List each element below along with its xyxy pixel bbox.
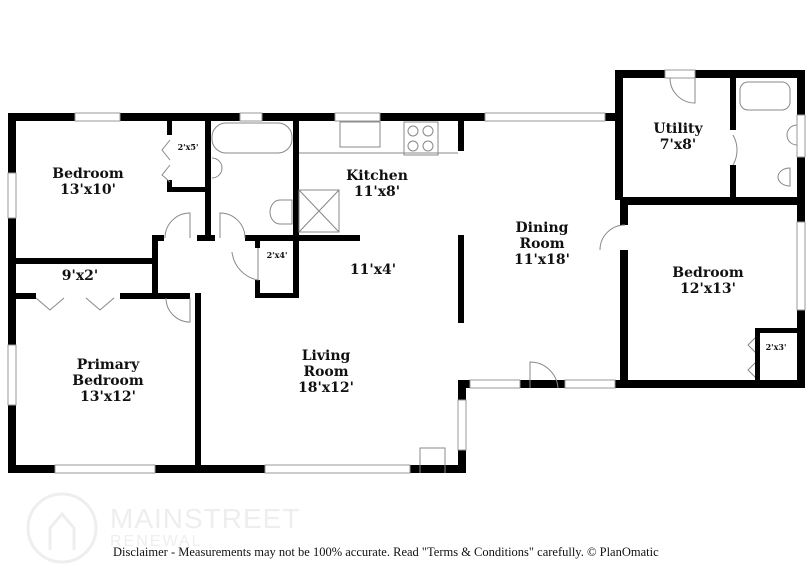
kitchen-label: Kitchen [346,168,408,184]
living-room-label-2: Room [303,364,348,380]
watermark-icon [26,492,98,564]
disclaimer-text: Disclaimer - Measurements may not be 100… [113,545,659,559]
primary-bedroom-size: 13'x12' [80,389,136,405]
closet-size: 2'x5' [178,142,199,152]
fixtures [211,81,798,233]
primary-bedroom-label-2: Bedroom [72,373,144,389]
dining-room-size: 11'x18' [514,252,570,268]
windows [7,69,806,474]
nook-size: 11'x4' [350,262,396,278]
primary-bedroom-label: Primary [77,357,140,373]
closet-size: 2'x3' [766,342,787,352]
bedroom-size: 13'x10' [60,182,116,198]
utility-size: 7'x8' [660,137,696,153]
watermark-logo-text: MAINSTREET [110,503,301,534]
dining-room-label: Dining [516,220,569,236]
bedroom-2-size: 12'x13' [680,281,736,297]
doors [35,77,797,473]
living-room-size: 18'x12' [298,380,354,396]
closet-size: 2'x4' [267,250,288,260]
walls [8,70,805,473]
dining-room-label-2: Room [519,236,564,252]
hall-closet-size: 9'x2' [62,268,98,284]
watermark-logo-subtext: RENEWAL [110,533,203,550]
utility-label: Utility [653,121,703,137]
bedroom-2-label: Bedroom [672,265,744,281]
bedroom-label: Bedroom [52,166,124,182]
kitchen-size: 11'x8' [354,184,400,200]
living-room-label: Living [302,348,351,364]
